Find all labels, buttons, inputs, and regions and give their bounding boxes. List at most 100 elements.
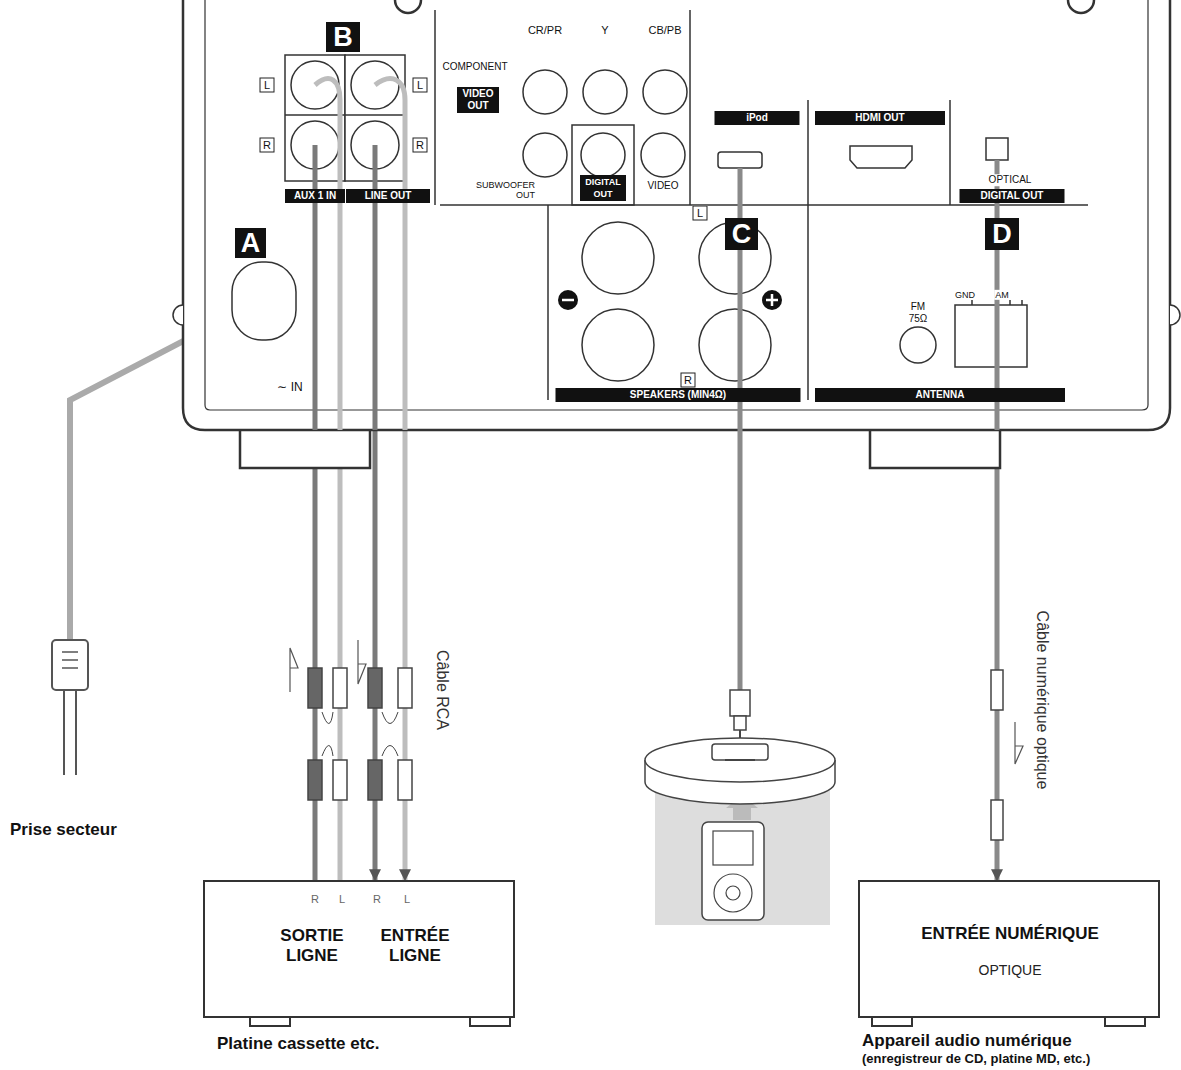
channel-label: L [404, 893, 410, 906]
jack-panel [582, 222, 654, 294]
rca-plug [358, 640, 366, 684]
rear-panel [395, 0, 1094, 13]
rear-panel: AUX 1 INLINE OUTLRLRCOMPONENTVIDEO OUTCR… [180, 0, 1170, 430]
jack-panel [641, 133, 685, 177]
channel-label: R [681, 373, 696, 388]
polarity-symbol [762, 290, 782, 310]
power-cord [52, 640, 88, 690]
port-label: iPod [715, 111, 800, 125]
optical-cable [991, 160, 1023, 840]
device-note: (enregistreur de CD, platine MD, etc.) [862, 1052, 1090, 1067]
rca-cable [313, 145, 318, 430]
device-foot [470, 1017, 510, 1026]
callout-letter: A [235, 228, 266, 258]
cable-label: Câble RCA [433, 647, 451, 733]
port-label: GND [954, 290, 976, 300]
port-label: ANTENNA [815, 388, 1065, 402]
jack-panel [850, 146, 912, 168]
jack-panel [285, 114, 405, 116]
jack-panel [572, 125, 634, 205]
jack-panel [986, 138, 1008, 160]
port-label: COMPONENT [442, 61, 509, 73]
rca-cable [315, 79, 340, 430]
callout-letter: B [326, 22, 360, 52]
jack-panel [955, 305, 1027, 367]
optical-cable [991, 800, 1003, 840]
rear-panel [173, 0, 1180, 468]
rca-plug [308, 760, 322, 800]
channel-label: R [413, 138, 428, 153]
device-foot [250, 1017, 290, 1026]
jack-panel [718, 152, 762, 168]
jack-panel [583, 70, 627, 114]
rca-plug [333, 760, 347, 800]
cable-label: Câble numérique optique [1033, 608, 1051, 793]
port-label: SPEAKERS (MIN4Ω) [556, 388, 801, 402]
port-label: Y [600, 24, 609, 37]
rca-plug [308, 668, 322, 708]
ipod-dock [730, 690, 750, 716]
channel-label: R [373, 893, 381, 906]
port-label: HDMI OUT [815, 111, 945, 125]
ipod-dock [726, 886, 740, 900]
rear-panel [205, 0, 1148, 410]
callout-letter: C [732, 221, 752, 248]
port-label: CB/PB [647, 24, 682, 37]
optical-cable [1015, 722, 1023, 764]
rca-plug [368, 668, 382, 708]
cable [338, 430, 343, 880]
rca-plug [322, 712, 398, 756]
device-name: Appareil audio numérique [862, 1031, 1072, 1051]
channel-label: R [260, 138, 275, 153]
rca-cable [373, 145, 378, 430]
ipod-dock [714, 874, 752, 912]
channel-label: L [413, 78, 428, 93]
rca-plug [333, 668, 347, 708]
rear-panel [183, 0, 1170, 430]
channel-label: L [339, 893, 345, 906]
cable [313, 430, 318, 880]
polarity-symbol [562, 299, 574, 302]
port-label: OPTICAL [988, 174, 1033, 186]
ipod-dock [655, 790, 830, 925]
device-foot [250, 1017, 1145, 1026]
port-label: SUBWOOFER OUT [464, 180, 536, 201]
channel-label: L [260, 78, 275, 93]
port-label: FM 75Ω [900, 301, 936, 324]
channel-label: R [311, 893, 319, 906]
rear-panel [173, 305, 1180, 325]
port-label: ∼ IN [276, 381, 303, 395]
jack-panel [523, 70, 567, 114]
jack-panel [643, 70, 687, 114]
device-name: Platine cassette etc. [217, 1034, 380, 1054]
jack-panel [232, 10, 1088, 400]
polarity-symbol [766, 294, 778, 306]
rca-plug [290, 640, 412, 800]
device-foot [872, 1017, 912, 1026]
polarity-symbol [558, 290, 578, 310]
jack-panel [435, 10, 1088, 400]
optical-cable [991, 670, 1003, 710]
jack-panel [699, 309, 771, 381]
ipod-dock [702, 822, 764, 920]
port-label: DIGITAL OUT [960, 189, 1065, 203]
jack-panel [582, 309, 654, 381]
cable [403, 430, 408, 880]
port-label: VIDEO OUT [457, 87, 499, 113]
rca-plug [398, 668, 412, 708]
jack-name: SORTIE LIGNE [267, 926, 357, 966]
power-cord [62, 652, 78, 668]
callout-letter: B [333, 24, 353, 51]
device-foot [1105, 1017, 1145, 1026]
cable [373, 430, 378, 880]
channel-label: L [693, 206, 708, 221]
polarity-symbol [558, 290, 782, 310]
power-cord [64, 690, 76, 775]
outlet-label: Prise secteur [10, 820, 117, 840]
callout-letter: D [992, 221, 1012, 248]
port-label: AM [994, 290, 1010, 300]
jack-name: OPTIQUE [978, 962, 1041, 978]
ipod-dock [645, 738, 835, 782]
jack-name: ENTRÉE LIGNE [370, 926, 460, 966]
